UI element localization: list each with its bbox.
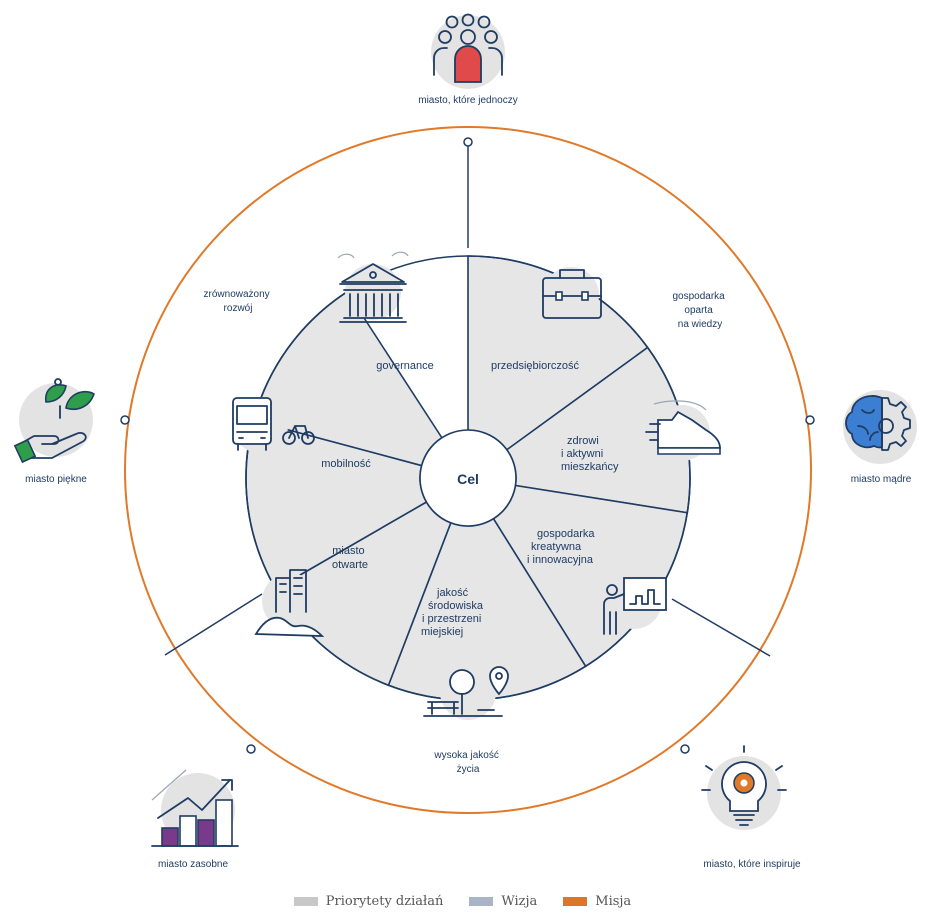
center-circle — [419, 429, 517, 527]
growth-chart-icon — [151, 769, 239, 847]
vision-label-gospodarka-oparta: gospodarka oparta na wiedzy — [672, 291, 727, 330]
mission-dot-top — [463, 137, 473, 147]
priority-label-miasto-otwarte: miasto otwarte — [332, 545, 368, 571]
legend-label: Misja — [595, 894, 632, 909]
legend-swatch — [469, 897, 494, 906]
legend: Priorytety działań Wizja Misja — [0, 894, 925, 909]
mission-dot-lower-right — [680, 744, 690, 754]
hand-leaf-icon — [13, 378, 95, 464]
priority-label-zdrowi: zdrowi i aktywni mieszkańcy — [561, 435, 619, 473]
legend-item: Misja — [563, 894, 631, 909]
legend-label: Wizja — [501, 894, 538, 909]
mission-label-miasto-ktore-jednoczy: miasto, które jednoczy — [418, 95, 518, 106]
legend-item: Priorytety działań — [293, 894, 444, 909]
mission-label-miasto-ktore-inspiruje: miasto, które inspiruje — [703, 859, 801, 870]
mission-vision-diagram: Cel governance przedsiębiorczość zdrowi … — [13, 13, 917, 870]
connector-line-lower-left — [164, 593, 263, 656]
mission-dot-left — [120, 415, 130, 425]
city-buildings-icon — [254, 569, 325, 637]
priority-labels: governance przedsiębiorczość zdrowi i ak… — [321, 360, 619, 638]
priority-label-przedsiebiorczosc: przedsiębiorczość — [491, 360, 580, 372]
mission-label-miasto-madre: miasto mądre — [851, 474, 912, 485]
priority-label-governance: governance — [376, 360, 434, 372]
connector-line-lower-right — [671, 598, 771, 657]
priority-label-gospodarka-kreatywna: gospodarka kreatywna i innowacyjna — [527, 528, 598, 566]
lightbulb-gear-icon — [701, 745, 787, 830]
building-icon — [337, 251, 409, 323]
mission-label-miasto-zasobne: miasto zasobne — [158, 859, 228, 870]
legend-swatch — [293, 897, 318, 906]
vision-label-zrownowazony-rozwoj: zrównoważony rozwój — [204, 289, 273, 314]
people-icon — [431, 13, 505, 89]
mission-circle — [124, 126, 812, 814]
mission-dot-lower-left — [246, 744, 256, 754]
center-label: Cel — [457, 471, 479, 487]
legend-label: Priorytety działań — [325, 894, 444, 909]
priority-label-mobilnosc: mobilność — [321, 458, 371, 470]
presentation-icon — [603, 573, 667, 635]
priority-label-jakosc-srodowiska: jakość środowiska i przestrzeni miejskie… — [421, 587, 486, 638]
shoe-icon — [645, 400, 721, 461]
park-icon — [423, 664, 509, 720]
vision-label-wysoka-jakosc: wysoka jakość życia — [433, 750, 501, 775]
mission-dot-right — [805, 415, 815, 425]
briefcase-icon — [542, 267, 602, 323]
mission-label-miasto-piekne: miasto piękne — [25, 474, 87, 485]
legend-swatch — [563, 897, 588, 906]
brain-gear-icon — [843, 390, 917, 464]
legend-item: Wizja — [469, 894, 537, 909]
bus-bike-icon — [232, 397, 315, 453]
